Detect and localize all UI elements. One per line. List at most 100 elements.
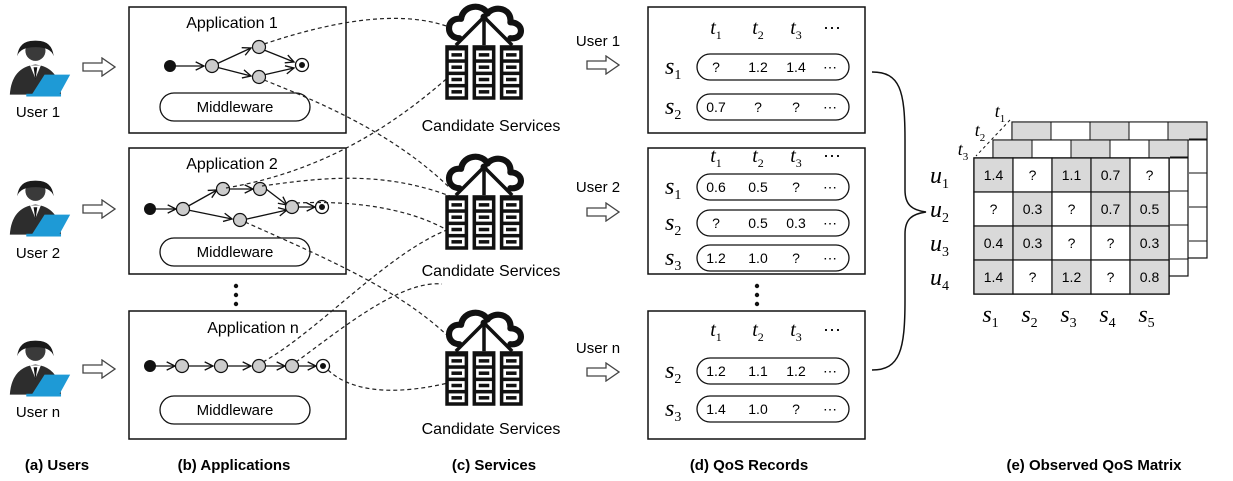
time-header-symbol: t	[752, 319, 758, 341]
time-header: t2	[752, 319, 764, 344]
matrix-cell-value: 0.3	[1023, 235, 1043, 251]
user-n-label: User n	[16, 404, 60, 421]
matrix-cell-value: 0.7	[1101, 201, 1121, 217]
middleware-label: Middleware	[197, 99, 274, 116]
application-1-box: Application 1 Middleware	[128, 6, 347, 134]
candidate-services-label: Candidate Services	[422, 421, 561, 438]
qos-value: 1.2	[706, 250, 726, 266]
matrix-cell-value: ?	[1146, 167, 1154, 183]
matrix-cell	[1129, 259, 1170, 295]
service-row-label-subscript: 3	[674, 410, 681, 425]
matrix-col-label-symbol: s	[1138, 302, 1147, 328]
matrix-cell	[1051, 259, 1092, 295]
qos-value: ⋯	[823, 401, 837, 417]
matrix-cell	[1090, 225, 1131, 261]
service-row-label: s1	[665, 174, 681, 203]
services-column: Candidate Services Candidate Services Ca…	[422, 7, 561, 438]
service-row-label-subscript: 2	[674, 108, 681, 123]
time-header: t1	[710, 319, 722, 344]
service-row-label-subscript: 3	[674, 259, 681, 274]
time-header-symbol: t	[790, 319, 796, 341]
time-header-symbol: t	[710, 319, 716, 341]
matrix-cell	[1090, 259, 1131, 295]
matrix-cell-value: 0.8	[1140, 269, 1160, 285]
qos-value: 0.5	[748, 215, 768, 231]
qos-value: ⋯	[823, 59, 837, 75]
arrow-right-icon	[586, 362, 620, 382]
matrix-cell	[1051, 191, 1092, 227]
qos-value: ?	[792, 250, 800, 266]
matrix-cell	[973, 259, 1014, 295]
qos-value-pill	[696, 244, 850, 272]
service-row-label: s3	[665, 396, 681, 425]
time-header-subscript: 3	[796, 330, 802, 344]
matrix-row-label-symbol: u	[930, 197, 942, 223]
time-header: t2	[752, 145, 764, 170]
caption-matrix: (e) Observed QoS Matrix	[1006, 457, 1182, 474]
records-user-label: User 2	[576, 179, 620, 196]
arrow-right-icon	[586, 202, 620, 222]
user-1-label: User 1	[16, 104, 60, 121]
qos-value: 0.6	[706, 179, 726, 195]
matrix-cell	[1012, 259, 1053, 295]
records-user-label: User 1	[576, 33, 620, 50]
qos-value: 1.0	[748, 250, 768, 266]
candidate-services-label: Candidate Services	[422, 118, 561, 135]
application-n-box: Application n Middleware	[128, 310, 347, 440]
qos-value: 1.2	[748, 59, 768, 75]
time-header-subscript: 1	[716, 156, 722, 170]
qos-value-pill	[696, 357, 850, 385]
qos-value: 0.5	[748, 179, 768, 195]
layer-label-subscript: 2	[980, 132, 986, 144]
time-header-symbol: t	[752, 17, 758, 39]
merge-brace	[871, 71, 927, 371]
application-1-title: Application 1	[186, 15, 278, 32]
qos-value: 0.3	[786, 215, 806, 231]
service-row-label: s2	[665, 210, 681, 239]
qos-value: 1.0	[748, 401, 768, 417]
layer-label: t3	[958, 139, 969, 163]
users-column: User 1 User 2 User n	[9, 40, 71, 421]
layer-label-symbol: t	[995, 101, 1001, 121]
qos-value: 1.2	[706, 363, 726, 379]
qos-value: ⋯	[823, 179, 837, 195]
matrix-col-label: s4	[1099, 302, 1115, 331]
matrix-row-label: u3	[930, 231, 949, 260]
user-1-icon	[9, 40, 71, 97]
cloud-server-icon	[445, 313, 522, 406]
matrix-row-label-subscript: 3	[942, 245, 949, 260]
service-row-label-subscript: 1	[674, 188, 681, 203]
qos-value: ⋯	[823, 215, 837, 231]
matrix-cell-value: ?	[1107, 269, 1115, 285]
time-header: t2	[752, 17, 764, 42]
application-2-title: Application 2	[186, 156, 278, 173]
time-header-symbol: t	[710, 145, 716, 167]
matrix-cell-value: 0.3	[1023, 201, 1043, 217]
time-header-symbol: t	[790, 17, 796, 39]
matrix-col-label-subscript: 4	[1109, 316, 1116, 331]
service-row-label: s1	[665, 54, 681, 83]
time-header: t3	[790, 319, 802, 344]
layer-label-symbol: t	[975, 120, 981, 140]
matrix-cell-value: 0.4	[984, 235, 1004, 251]
service-row-label-subscript: 2	[674, 372, 681, 387]
service-row-label-symbol: s	[665, 396, 674, 422]
vertical-ellipsis	[754, 283, 760, 307]
matrix-cell-value: 0.5	[1140, 201, 1160, 217]
qos-value: ?	[754, 99, 762, 115]
arrow-right-icon	[82, 199, 116, 219]
cloud-server-icon	[445, 7, 522, 100]
time-header-subscript: 2	[758, 28, 764, 42]
layer-label-symbol: t	[958, 139, 964, 159]
matrix-col-label-symbol: s	[1099, 302, 1108, 328]
time-header-ellipsis: ⋯	[823, 18, 841, 38]
matrix-cell	[1051, 225, 1092, 261]
matrix-cell-value: 1.4	[984, 167, 1004, 183]
matrix-col-label: s1	[982, 302, 998, 331]
matrix-cell-value: 0.7	[1101, 167, 1121, 183]
matrix-cell-value: ?	[1107, 235, 1115, 251]
matrix-cell-value: ?	[1068, 235, 1076, 251]
